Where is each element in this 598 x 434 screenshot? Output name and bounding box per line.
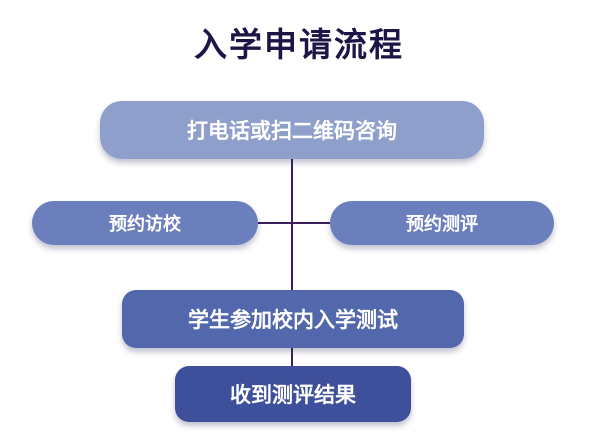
step-call-or-scan-label: 打电话或扫二维码咨询 [187, 119, 397, 143]
page-title: 入学申请流程 [194, 25, 404, 64]
flow-connector-vertical [291, 159, 293, 371]
step-entrance-test-label: 学生参加校内入学测试 [188, 308, 398, 332]
step-book-visit-label: 预约访校 [109, 214, 181, 235]
step-call-or-scan: 打电话或扫二维码咨询 [100, 101, 484, 159]
step-book-assessment-label: 预约测评 [406, 214, 478, 235]
step-book-visit: 预约访校 [32, 201, 258, 245]
step-book-assessment: 预约测评 [330, 201, 554, 245]
step-receive-results-label: 收到测评结果 [230, 383, 356, 407]
step-receive-results: 收到测评结果 [175, 366, 411, 422]
step-entrance-test: 学生参加校内入学测试 [122, 290, 464, 348]
flow-connector-horizontal [258, 222, 330, 224]
